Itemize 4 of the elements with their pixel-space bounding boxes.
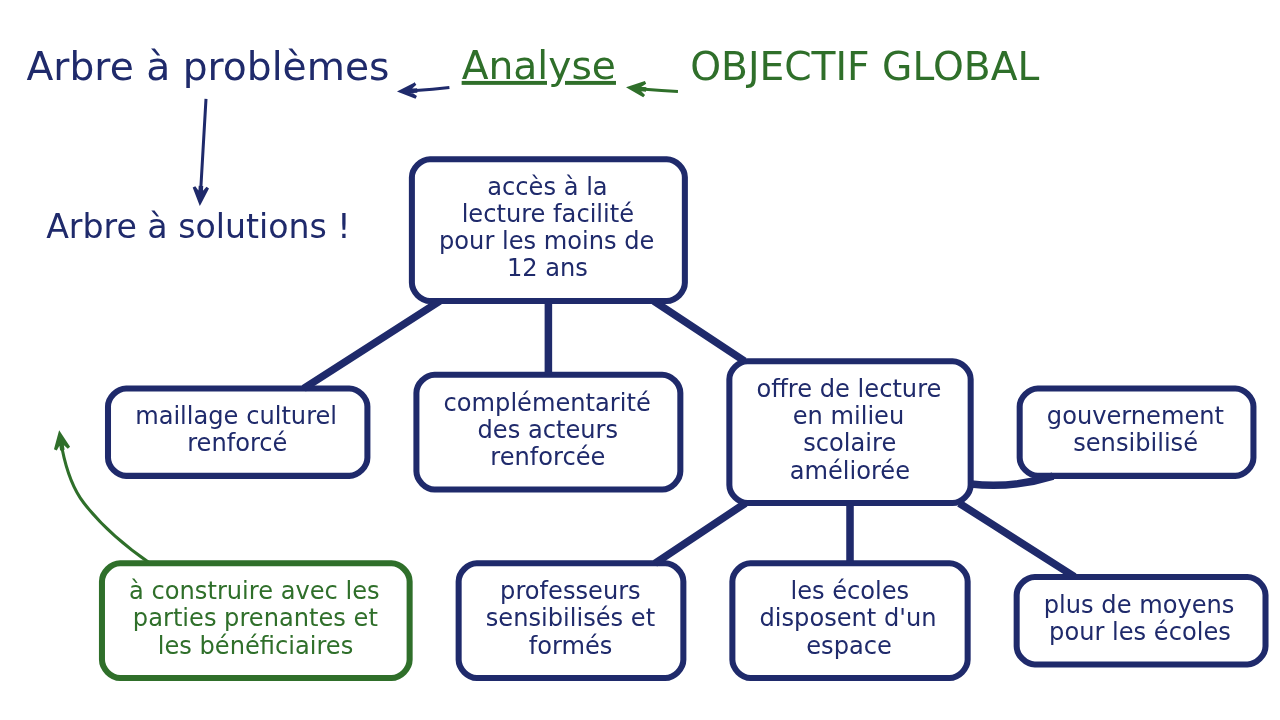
node-text: Arbre à problèmes [26, 43, 390, 89]
node-text: OBJECTIF GLOBAL [690, 43, 1040, 89]
node-text: Arbre à solutions ! [46, 206, 351, 246]
node-text: Analyse [461, 42, 616, 88]
